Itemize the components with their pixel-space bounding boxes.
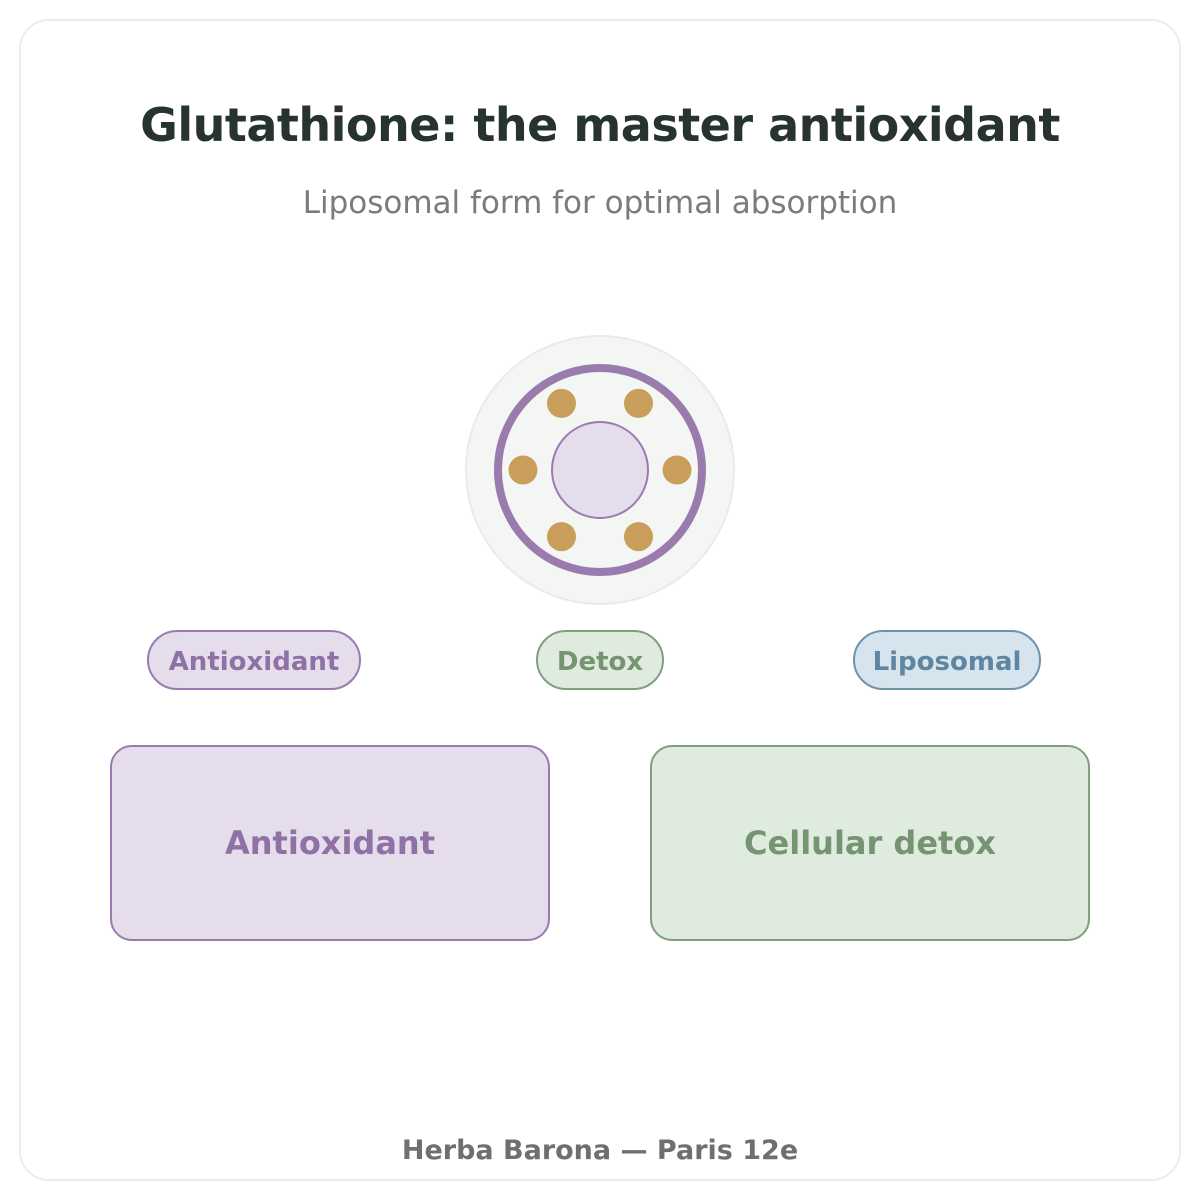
liposome-particle bbox=[662, 455, 692, 485]
footer-credit: Herba Barona — Paris 12e bbox=[401, 1135, 799, 1166]
box-cellular-detox: Cellular detox bbox=[650, 745, 1090, 941]
liposome-particle bbox=[547, 522, 576, 552]
tag-detox: Detox bbox=[536, 630, 664, 690]
liposome-particle bbox=[624, 522, 653, 552]
box-antioxidant: Antioxidant bbox=[110, 745, 550, 941]
core-circle bbox=[551, 421, 649, 519]
tag-liposomal: Liposomal bbox=[853, 630, 1041, 690]
liposome-particle bbox=[624, 388, 653, 418]
box-cellular-detox-label: Cellular detox bbox=[744, 824, 996, 862]
page-title: Glutathione: the master antioxidant bbox=[140, 98, 1060, 152]
liposome-icon bbox=[460, 330, 740, 610]
liposome-particle bbox=[547, 388, 576, 418]
page-subtitle: Liposomal form for optimal absorption bbox=[302, 185, 898, 221]
tag-antioxidant: Antioxidant bbox=[147, 630, 361, 690]
box-antioxidant-label: Antioxidant bbox=[225, 824, 435, 862]
liposome-particle bbox=[508, 455, 538, 485]
